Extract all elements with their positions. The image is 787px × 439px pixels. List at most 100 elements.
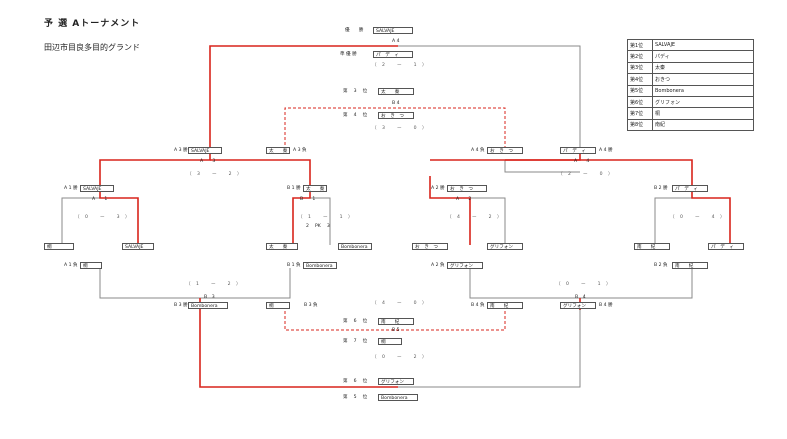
- a2-win-label: A 2 勝: [431, 186, 445, 191]
- ranking-team: SALVAJE: [652, 38, 754, 52]
- seventh-team: 桐: [378, 338, 402, 345]
- a3-score: （ 3 ー 2 ）: [187, 172, 244, 177]
- ranking-rank: 第1位: [627, 38, 653, 52]
- a3-win-team: SALVAJE: [188, 147, 222, 154]
- b4-win-label: B 4 勝: [599, 303, 613, 308]
- a1-match-label: A 1: [92, 197, 108, 202]
- b3-win-label: B 3 勝: [174, 303, 188, 308]
- a1-win-label: A 1 勝: [64, 186, 78, 191]
- b1-win-team: 太 秦: [303, 185, 327, 192]
- a2-right-team: グリフォン: [487, 243, 523, 250]
- a2-win-team: お き つ: [447, 185, 487, 192]
- fourth-team: お き つ: [378, 112, 414, 119]
- page-title: 予 選 Aトーナメント: [44, 19, 141, 29]
- seventh-label: 第 7 位: [343, 339, 368, 344]
- b2-lose-label: B 2 負: [654, 263, 668, 268]
- b1-right-team: Bombonera: [338, 243, 372, 250]
- ranking-row: 第7位桐: [627, 107, 754, 120]
- b2-score: （ 0 ー 4 ）: [670, 215, 727, 220]
- sixth-label: 第 6 位: [343, 319, 368, 324]
- b4-win-team: グリフォン: [560, 302, 596, 309]
- winner-label: 優 勝: [345, 28, 364, 33]
- ranking-row: 第2位パディ: [627, 50, 754, 63]
- third-match-label: B 4: [392, 101, 400, 106]
- runner-team: パ デ ィ: [373, 51, 413, 58]
- final-score: （ 2 ー 1 ）: [372, 63, 429, 68]
- a1-score: （ 0 ー 3 ）: [75, 215, 132, 220]
- b3-match-label: B 3: [204, 295, 215, 300]
- b3-score: （ 1 ー 2 ）: [186, 282, 243, 287]
- a4-score: （ 2 ー 0 ）: [558, 172, 615, 177]
- a3-lose-label: A 3 負: [293, 148, 307, 153]
- a1-win-team: SALVAJE: [80, 185, 114, 192]
- b2-lose-team: 南 紀: [672, 262, 708, 269]
- b1-score: （ 1 ー 1 ）: [298, 215, 355, 220]
- ranking-rank: 第3位: [627, 61, 653, 75]
- fifth-match-label: B 5: [392, 328, 400, 333]
- b1-lose-label: B 1 負: [287, 263, 301, 268]
- a1-left-team: 桐: [44, 243, 74, 250]
- b4-lose-team: 南 紀: [487, 302, 523, 309]
- third-score: （ 3 ー 0 ）: [372, 126, 429, 131]
- b1-match-label: B 1: [300, 197, 316, 202]
- a2-lose-label: A 2 負: [431, 263, 445, 268]
- b2-win-team: パ デ ィ: [672, 185, 708, 192]
- center-score: （ 4 ー 0 ）: [372, 301, 429, 306]
- a2-match-label: A 2: [456, 197, 472, 202]
- ranking-team: 太秦: [652, 61, 754, 75]
- a2-left-team: お き つ: [412, 243, 448, 250]
- final-match-label: A 4: [392, 39, 400, 44]
- third-label: 第 3 位: [343, 89, 368, 94]
- a2-score: （ 4 ー 2 ）: [447, 215, 504, 220]
- ranking-rank: 第5位: [627, 84, 653, 97]
- sixth2-team: グリフォン: [378, 378, 414, 385]
- a1-lose-label: A 1 負: [64, 263, 78, 268]
- b4-score: （ 0 ー 1 ）: [556, 282, 613, 287]
- ranking-rank: 第8位: [627, 118, 653, 132]
- ranking-row: 第8位南紀: [627, 118, 754, 132]
- a3-lose-team: 太 秦: [266, 147, 290, 154]
- winner-team: SALVAJE: [373, 27, 413, 34]
- fifth-label: 第 5 位: [343, 395, 368, 400]
- b3-lose-label: B 3 負: [304, 303, 318, 308]
- b2-right-team: パ デ ィ: [708, 243, 744, 250]
- fourth-label: 第 4 位: [343, 113, 368, 118]
- b3-lose-team: 桐: [266, 302, 290, 309]
- ranking-team: おきつ: [652, 73, 754, 86]
- ranking-rank: 第2位: [627, 50, 653, 63]
- b4-match-label: B 4: [575, 295, 586, 300]
- b1-pk: 2 PK 3: [306, 224, 330, 229]
- b4-lose-label: B 4 負: [471, 303, 485, 308]
- ranking-team: 南紀: [652, 118, 754, 132]
- a1-lose-team: 桐: [80, 262, 102, 269]
- a3-match-label: A 3: [200, 159, 216, 164]
- b2-win-label: B 2 勝: [654, 186, 668, 191]
- third-team: 太 秦: [378, 88, 414, 95]
- a4-lose-label: A 4 負: [471, 148, 485, 153]
- ranking-rank: 第4位: [627, 73, 653, 86]
- a3-win-label: A 3 勝: [174, 148, 188, 153]
- ranking-row: 第4位おきつ: [627, 73, 754, 86]
- a4-win-team: パ デ ィ: [560, 147, 596, 154]
- sixth-team: 南 紀: [378, 318, 414, 325]
- fifth-team: Bombonera: [378, 394, 418, 401]
- ranking-rank: 第6位: [627, 95, 653, 109]
- sixth2-label: 第 6 位: [343, 379, 368, 384]
- b2-left-team: 南 紀: [634, 243, 670, 250]
- a2-lose-team: グリフォン: [447, 262, 483, 269]
- ranking-team: Bombonera: [652, 84, 754, 97]
- a1-right-team: SALVAJE: [122, 243, 154, 250]
- b3-win-team: Bombonera: [188, 302, 228, 309]
- ranking-team: 桐: [652, 107, 754, 120]
- fifth-score: （ 0 ー 2 ）: [372, 355, 429, 360]
- runner-label: 準 優 勝: [340, 52, 357, 57]
- a4-lose-team: お き つ: [487, 147, 523, 154]
- ranking-row: 第6位グリフォン: [627, 95, 754, 109]
- ranking-row: 第3位太秦: [627, 61, 754, 75]
- a4-win-label: A 4 勝: [599, 148, 613, 153]
- b1-lose-team: Bombonera: [303, 262, 337, 269]
